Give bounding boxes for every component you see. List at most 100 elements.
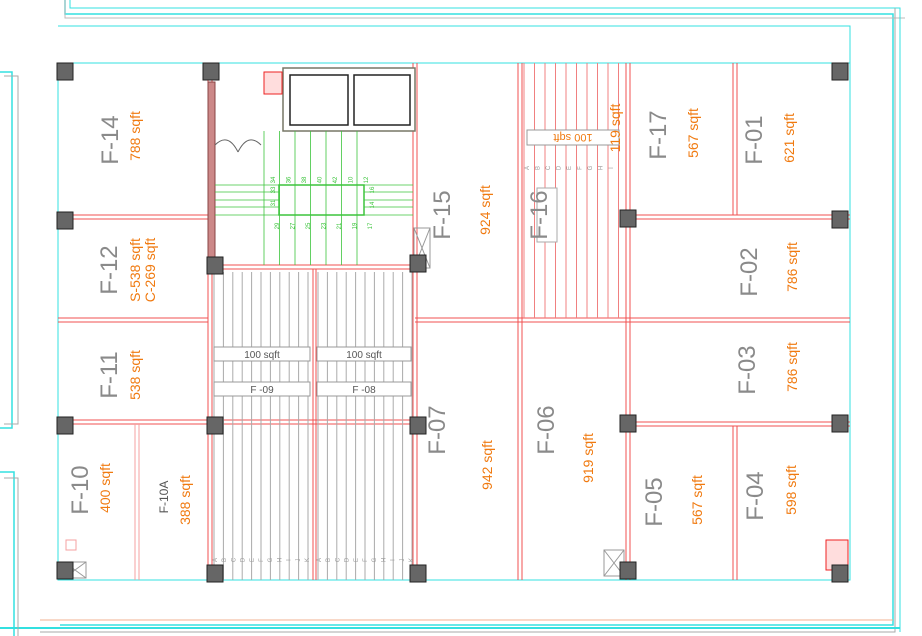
stall-letter: A — [317, 558, 323, 562]
stall-f09[interactable]: 100 sqft F -09 — [213, 346, 311, 397]
unit-area: S-538 sqft — [127, 238, 143, 302]
stair-step-number: 14 — [370, 201, 376, 208]
unit-area: 924 sqft — [477, 185, 493, 235]
stall-letter: K — [409, 558, 415, 562]
unit-f-02[interactable]: F-02 786 sqft — [736, 242, 800, 297]
stair-step-number: 21 — [337, 222, 343, 229]
stall-letter: D — [557, 165, 563, 170]
column — [206, 564, 224, 583]
walls — [57, 62, 851, 581]
column — [409, 416, 427, 435]
stall-f08[interactable]: 100 sqft F -08 — [316, 346, 412, 397]
column — [202, 62, 220, 81]
stall-letter: I — [287, 559, 293, 561]
stall-area: 100 sqft — [346, 350, 382, 361]
unit-id: F-02 — [736, 247, 763, 296]
unit-id: F-06 — [533, 405, 560, 454]
column — [56, 416, 74, 435]
unit-area-secondary: C-269 sqft — [142, 238, 158, 303]
stall-letter: K — [305, 558, 311, 562]
stair-step-number: 16 — [370, 186, 376, 193]
stall-letter: I — [391, 559, 397, 561]
column — [409, 564, 427, 583]
stall-letter: D — [241, 557, 247, 562]
stall-letter: D — [345, 557, 351, 562]
unit-area: 786 sqft — [784, 342, 800, 392]
unit-f-03[interactable]: F-03 786 sqft — [734, 342, 800, 395]
column — [619, 209, 637, 228]
stall-letter: H — [381, 558, 387, 562]
stall-letter: B — [222, 558, 228, 562]
stall-letter: C — [231, 557, 237, 562]
unit-id: F-15 — [429, 190, 456, 239]
column — [56, 211, 74, 230]
stall-letter: F — [363, 558, 369, 562]
stall-letter: G — [588, 165, 594, 170]
stair-step-number: 23 — [322, 222, 328, 229]
unit-area: 621 sqft — [781, 113, 797, 163]
column — [619, 414, 637, 433]
unit-id: F-14 — [97, 115, 124, 164]
stall-letter: C — [335, 557, 341, 562]
unit-area: 788 sqft — [127, 111, 143, 161]
unit-id: F-03 — [734, 345, 761, 394]
column — [206, 256, 224, 275]
unit-id: F-07 — [424, 405, 451, 454]
stall-letter: B — [536, 166, 542, 170]
unit-id: F-11 — [96, 351, 123, 399]
stair-core — [214, 67, 416, 265]
unit-area: 942 sqft — [479, 440, 495, 490]
stall-letter: E — [567, 166, 573, 170]
stall-letter: C — [546, 165, 552, 170]
stall-letter: G — [268, 557, 274, 562]
column — [56, 561, 74, 580]
stall-letter: F — [578, 166, 584, 170]
stall-letter: J — [296, 559, 302, 562]
columns — [56, 62, 849, 583]
unit-id: F-10 — [67, 465, 94, 514]
stair-step-number: 27 — [291, 222, 297, 229]
stall-letter: J — [400, 559, 406, 562]
column — [831, 210, 849, 229]
stall-letter: H — [599, 166, 605, 170]
unit-area: 786 sqft — [784, 242, 800, 292]
unit-area: 919 sqft — [580, 433, 596, 483]
unit-id: F-05 — [641, 477, 668, 526]
unit-area: 400 sqft — [97, 463, 113, 513]
stall-area: 100 sqft — [244, 350, 280, 361]
column — [206, 416, 224, 435]
unit-area: 538 sqft — [127, 350, 143, 400]
stair-step-number: 33 — [271, 186, 277, 193]
stair-step-number: 34 — [271, 176, 277, 183]
stall-id: F -09 — [250, 385, 274, 396]
elevator-icon — [353, 74, 411, 126]
stall-letter: A — [525, 166, 531, 170]
unit-f-15[interactable]: F-15 924 sqft — [429, 185, 493, 240]
stair-step-number: 40 — [318, 176, 324, 183]
unit-area: 119 sqft — [607, 104, 623, 153]
stall-letter: G — [372, 557, 378, 562]
unit-f-06[interactable]: F-06 919 sqft — [533, 405, 596, 483]
unit-id: F-12 — [96, 245, 123, 294]
unit-f-07[interactable]: F-07 942 sqft — [424, 405, 495, 490]
f16-subarea: 100 sqft — [553, 131, 592, 143]
f16-subarea-box — [526, 129, 620, 146]
column — [56, 62, 74, 81]
unit-id: F-04 — [742, 471, 769, 520]
column — [409, 254, 427, 273]
stall-letter: F — [259, 558, 265, 562]
stall-letter: E — [354, 558, 360, 562]
